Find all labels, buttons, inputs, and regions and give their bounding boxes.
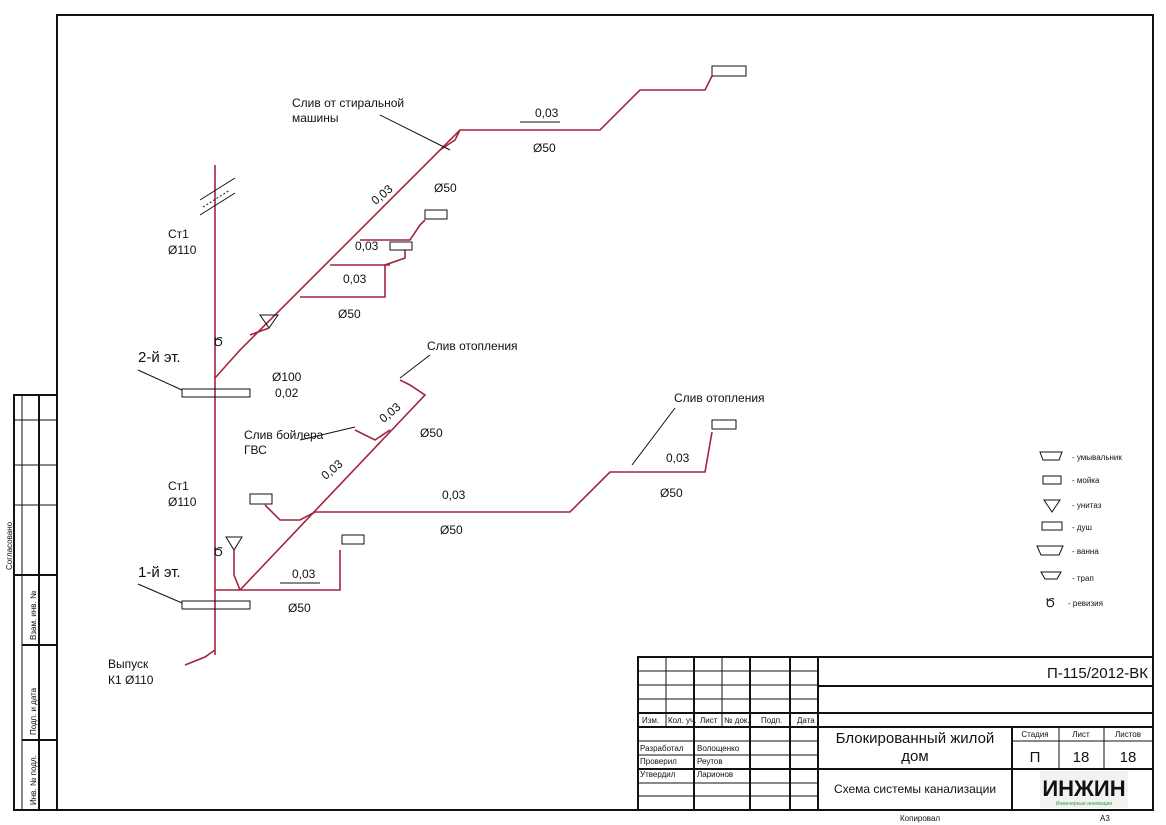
drawing-frame (56, 14, 1154, 811)
svg-text:Ø50: Ø50 (338, 307, 361, 321)
stamp-agreed: Согласовано (5, 521, 14, 570)
stamp-sign: Подп. и дата (29, 687, 38, 735)
title-block: П-115/2012-ВК Изм. Кол. уч. Лист № док. По… (637, 656, 1154, 823)
svg-text:машины: машины (292, 111, 339, 125)
floor-slab-2 (181, 388, 251, 398)
svg-text:- унитаз: - унитаз (1072, 501, 1102, 510)
svg-text:- ревизия: - ревизия (1068, 599, 1103, 608)
svg-text:Ø110: Ø110 (168, 495, 197, 509)
svg-text:Дата: Дата (797, 716, 815, 725)
outlet-pipe (184, 649, 216, 666)
svg-text:- умывальник: - умывальник (1072, 453, 1122, 462)
svg-text:Ø50: Ø50 (288, 601, 311, 615)
svg-text:Слив отопления: Слив отопления (674, 391, 765, 405)
svg-text:0,03: 0,03 (666, 451, 690, 465)
svg-text:дом: дом (901, 748, 928, 765)
floor-slab-1 (181, 600, 251, 610)
svg-text:Ст1: Ст1 (168, 479, 189, 493)
svg-text:0,03: 0,03 (343, 272, 367, 286)
svg-text:0,03: 0,03 (355, 239, 379, 253)
company-logo: ИНЖИН Инженерные инновации (1040, 771, 1128, 808)
toilet-icon (259, 314, 279, 329)
svg-text:Кол. уч.: Кол. уч. (668, 716, 696, 725)
washbasin-icon (711, 419, 737, 430)
svg-text:18: 18 (1073, 749, 1090, 766)
svg-text:Ø100: Ø100 (272, 370, 302, 384)
svg-text:0,03: 0,03 (292, 567, 316, 581)
document-code: П-115/2012-ВК (1047, 665, 1148, 682)
svg-text:- трап: - трап (1072, 574, 1094, 583)
svg-text:А3: А3 (1100, 814, 1110, 823)
svg-text:Ст1: Ст1 (168, 227, 189, 241)
floor1-pipes (215, 379, 737, 591)
svg-text:Ø50: Ø50 (440, 523, 463, 537)
svg-text:- мойка: - мойка (1072, 476, 1100, 485)
svg-text:Лист: Лист (1072, 730, 1090, 739)
svg-text:0,02: 0,02 (275, 386, 299, 400)
svg-text:Ø50: Ø50 (660, 486, 683, 500)
svg-text:Волощенко: Волощенко (697, 744, 740, 753)
svg-text:Лист: Лист (700, 716, 718, 725)
washbasin-icon (341, 534, 365, 545)
toilet-icon (225, 536, 243, 551)
svg-text:- ванна: - ванна (1072, 547, 1099, 556)
svg-text:1-й эт.: 1-й эт. (138, 564, 181, 581)
svg-text:Выпуск: Выпуск (108, 657, 149, 671)
svg-text:Подп.: Подп. (761, 716, 782, 725)
ceiling-slab-hatch (199, 177, 236, 216)
svg-text:Ø50: Ø50 (434, 181, 457, 195)
stamp-swap: Взам. инв. № (29, 590, 38, 640)
svg-text:Ларионов: Ларионов (697, 770, 733, 779)
svg-text:Слив бойлера: Слив бойлера (244, 428, 324, 442)
revision-icon: Ծ (213, 545, 223, 559)
svg-text:0,03: 0,03 (442, 488, 466, 502)
svg-text:0,03: 0,03 (318, 457, 345, 483)
svg-text:Инженерные инновации: Инженерные инновации (1056, 801, 1112, 807)
svg-text:Утвердил: Утвердил (640, 770, 676, 779)
shower-icon (249, 493, 273, 505)
svg-text:0,03: 0,03 (535, 106, 559, 120)
svg-text:Разработал: Разработал (640, 744, 684, 753)
revision-icon: Ծ (213, 335, 223, 349)
svg-text:Листов: Листов (1115, 730, 1141, 739)
svg-text:Слив отопления: Слив отопления (427, 339, 518, 353)
riser-st1: ԾԾ (181, 165, 251, 666)
svg-text:ГВС: ГВС (244, 443, 267, 457)
legend: - умывальник - мойка - унитаз - душ - ва… (1036, 451, 1122, 610)
stamp-inv: Инв. № подл. (29, 755, 38, 805)
svg-text:18: 18 (1120, 749, 1137, 766)
svg-text:Проверил: Проверил (640, 757, 677, 766)
svg-text:Слив от стиральной: Слив от стиральной (292, 96, 404, 110)
svg-text:- душ: - душ (1072, 523, 1092, 532)
svg-text:0,03: 0,03 (368, 182, 395, 208)
left-stamp-strip: Согласовано Взам. инв. № Подп. и дата Ин… (5, 394, 58, 811)
svg-text:Копировал: Копировал (900, 814, 940, 823)
svg-text:Стадия: Стадия (1021, 730, 1048, 739)
svg-text:Ø50: Ø50 (533, 141, 556, 155)
svg-text:2-й эт.: 2-й эт. (138, 349, 181, 366)
svg-text:Изм.: Изм. (642, 716, 659, 725)
svg-text:Ø110: Ø110 (168, 243, 197, 257)
svg-text:К1 Ø110: К1 Ø110 (108, 673, 154, 687)
washbasin-icon (424, 209, 448, 220)
bathtub-icon (711, 65, 747, 77)
svg-text:Схема системы канализации: Схема системы канализации (834, 782, 996, 796)
svg-text:П: П (1030, 749, 1041, 766)
floor2-pipes (214, 65, 747, 379)
svg-text:Блокированный жилой: Блокированный жилой (836, 730, 995, 747)
washbasin-icon (389, 241, 413, 251)
svg-text:Реутов: Реутов (697, 757, 723, 766)
svg-text:№ док.: № док. (724, 716, 750, 725)
svg-text:Ø50: Ø50 (420, 426, 443, 440)
svg-text:Ծ: Ծ (1045, 596, 1055, 610)
svg-text:ИНЖИН: ИНЖИН (1042, 776, 1125, 801)
